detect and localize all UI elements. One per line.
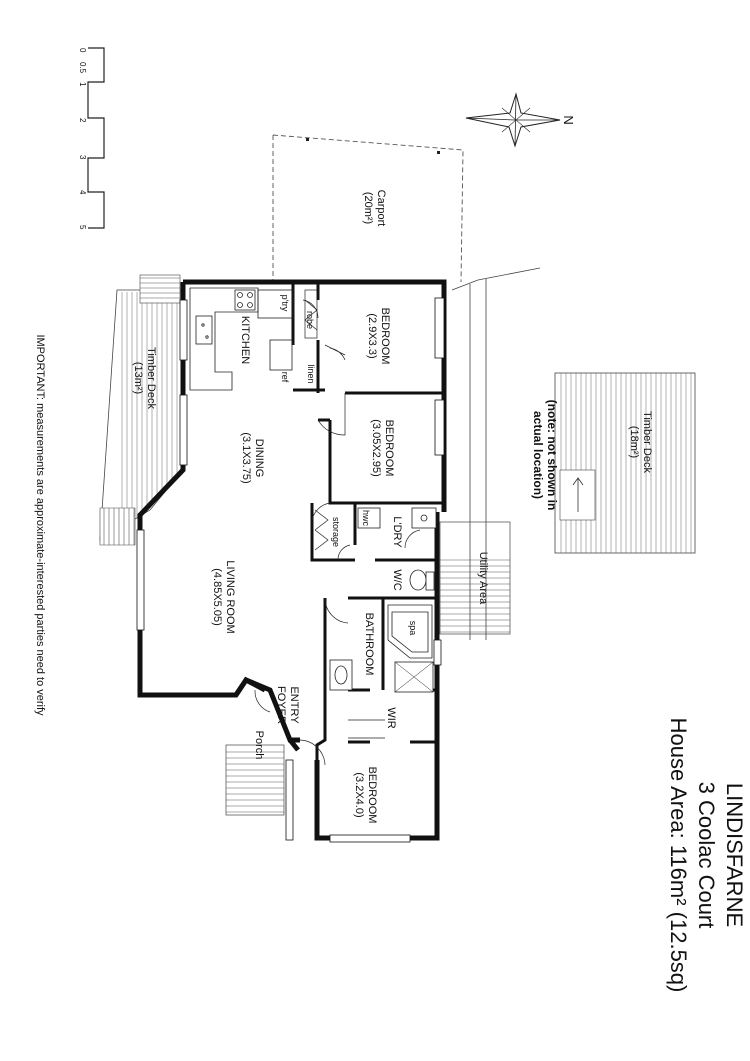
bathroom-fixtures (329, 507, 437, 693)
entry-foyer: ENTRY FOYER (275, 686, 300, 724)
foyer-label: FOYER (275, 686, 287, 724)
compass-north-label: N (561, 115, 576, 124)
windows (136, 297, 445, 843)
scale-tick-1: 1 (78, 82, 87, 87)
laundry-label: L'DRY (391, 516, 403, 548)
doors (254, 299, 421, 766)
deck-east-label: Timber Deck (641, 411, 653, 473)
living-dims: (4.85X5.05) (211, 568, 223, 625)
scale-tick-0: 0 (78, 48, 87, 53)
porch-stairs (225, 744, 285, 816)
interior-walls (291, 282, 444, 760)
utility-area: Utility Area (439, 521, 511, 635)
scale-tick-0-5: 0.5 (78, 62, 87, 74)
hwc-label: hwc (361, 510, 371, 527)
pantry-label: p'try (280, 295, 290, 312)
storage-label: storage (331, 517, 341, 547)
scale-tick-2: 2 (78, 118, 87, 123)
spa-label: spa (408, 621, 418, 636)
compass: N (465, 92, 576, 148)
timber-deck-east: Timber Deck (18m²) (554, 372, 696, 554)
carport-area: (20m²) (362, 192, 374, 224)
title-block: LINDISFARNE 3 Coolac Court House Area: 1… (666, 718, 747, 993)
bedroom-2: BEDROOM (3.05X2.95) (370, 419, 395, 476)
linen-label: linen (306, 364, 316, 383)
house-address: 3 Coolac Court (694, 782, 719, 929)
bedroom-2-dims: (3.05X2.95) (370, 419, 382, 476)
disclaimer-text: IMPORTANT: measurements are approximate-… (34, 334, 46, 716)
bathroom-label: BATHROOM (363, 613, 375, 676)
deck-note-line-1: (note: not shown in (545, 400, 559, 511)
deck-west-area: (13m²) (132, 362, 144, 394)
robe-label: robe (305, 311, 315, 329)
utility-area-label: Utility Area (477, 552, 489, 605)
dining-label: DINING (253, 439, 265, 478)
wc-label: W/C (391, 569, 403, 590)
kitchen-label: KITCHEN (239, 316, 251, 364)
bedroom-3: BEDROOM (3.2X4.0) (353, 767, 378, 824)
dining-dims: (3.1X3.75) (240, 432, 252, 483)
living-room: LIVING ROOM (4.85X5.05) (211, 560, 236, 633)
carport-label: Carport (375, 190, 387, 227)
kitchen-benches (189, 287, 294, 391)
storage-closet (304, 289, 385, 739)
timber-deck-west: Timber Deck (13m²) (99, 274, 184, 546)
dining-room: DINING (3.1X3.75) (240, 432, 265, 483)
deck-east-area: (18m²) (628, 426, 640, 458)
driveway-lines (451, 267, 541, 640)
disclaimer-note: IMPORTANT: measurements are approximate-… (34, 334, 46, 716)
scale-tick-3: 3 (78, 155, 87, 160)
living-label: LIVING ROOM (224, 560, 236, 633)
wir-label: WIR (385, 707, 397, 728)
bedroom-1-dims: (2.9X3.3) (366, 313, 378, 358)
house-name: LINDISFARNE (722, 783, 747, 927)
bedroom-1: BEDROOM (2.9X3.3) (366, 308, 391, 365)
bedroom-3-dims: (3.2X4.0) (353, 772, 365, 817)
bedroom-1-label: BEDROOM (379, 308, 391, 365)
entry-label: ENTRY (288, 686, 300, 724)
scale-tick-5: 5 (78, 225, 87, 230)
deck-west-label: Timber Deck (145, 347, 157, 409)
bedroom-2-label: BEDROOM (383, 420, 395, 477)
house-area: House Area: 116m² (12.5sq) (666, 718, 691, 993)
porch-label: Porch (253, 731, 265, 760)
carport: Carport (20m²) (272, 134, 464, 284)
scale-tick-4: 4 (78, 190, 87, 195)
deck-note-line-2: actual location) (531, 411, 545, 499)
ref-label: ref (280, 372, 290, 383)
deck-location-note: (note: not shown in actual location) (531, 400, 559, 511)
bedroom-3-label: BEDROOM (366, 767, 378, 824)
scale-bar: 0 0.5 1 2 3 4 5 (78, 47, 105, 230)
entry-walls (233, 676, 300, 752)
